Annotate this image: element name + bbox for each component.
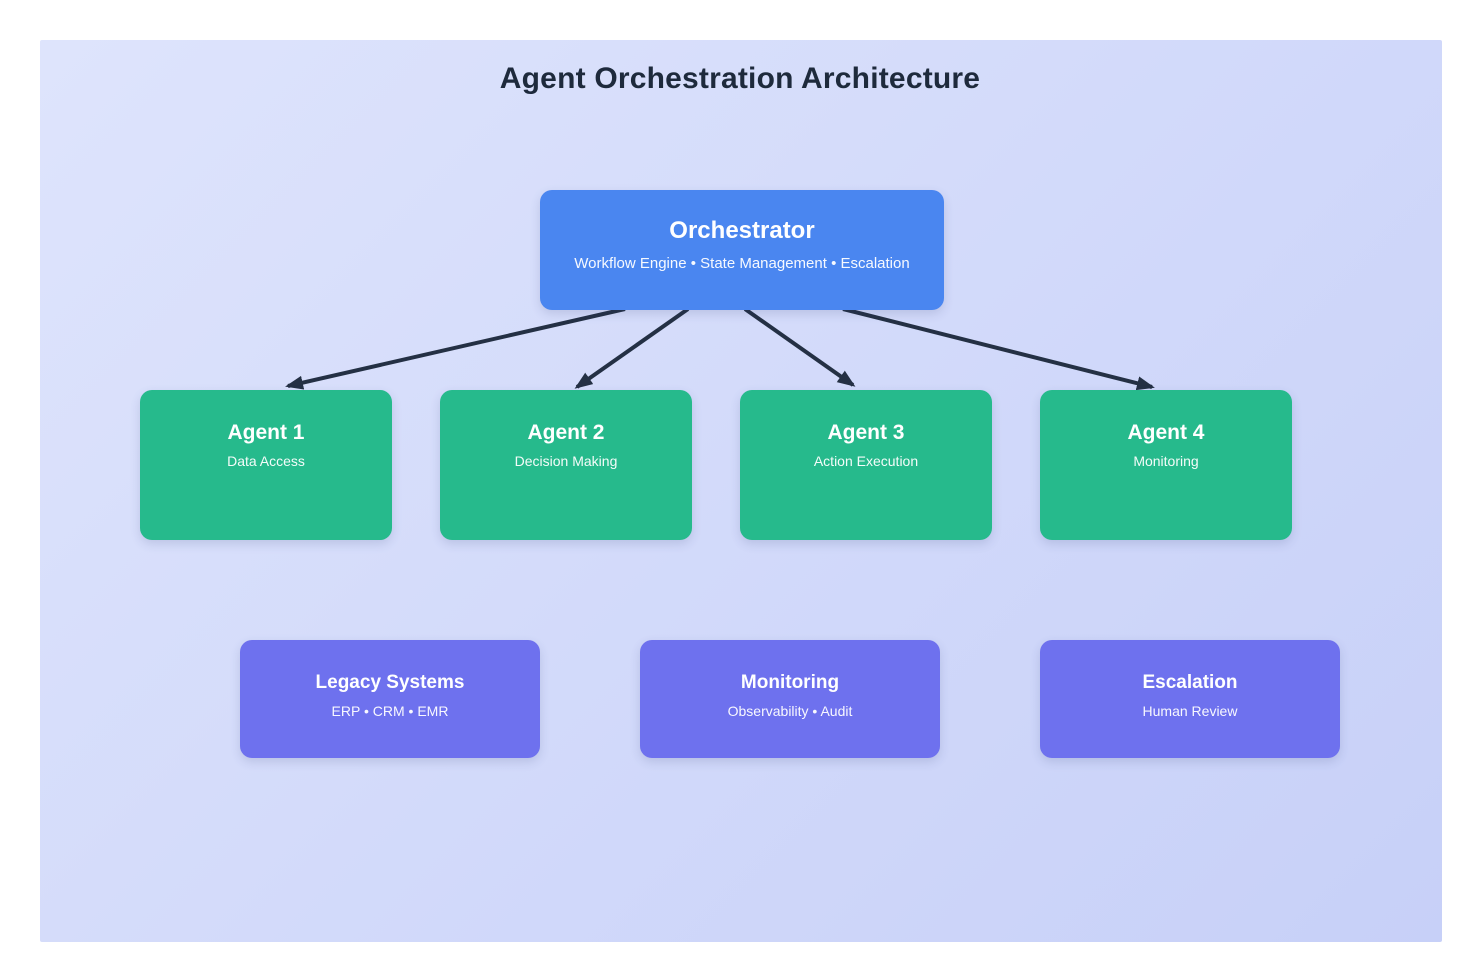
agent-1-title: Agent 1 [227,421,305,444]
monitoring-subtitle: Observability • Audit [727,703,853,719]
legacy-systems-node: Legacy Systems ERP • CRM • EMR [240,640,540,758]
monitoring-title: Monitoring [740,672,840,693]
agent-1-node: Agent 1 Data Access [140,390,392,540]
agent-2-subtitle: Decision Making [514,453,618,469]
agent-3-title: Agent 3 [827,421,905,444]
legacy-systems-title: Legacy Systems [315,672,465,693]
escalation-title: Escalation [1142,672,1238,693]
orchestrator-node: Orchestrator Workflow Engine • State Man… [540,190,944,310]
legacy-systems-subtitle: ERP • CRM • EMR [331,703,449,719]
agent-2-title: Agent 2 [527,421,605,444]
page-title: Agent Orchestration Architecture [499,62,981,95]
orchestrator-title: Orchestrator [669,217,815,244]
agent-4-title: Agent 4 [1127,421,1205,444]
agent-4-subtitle: Monitoring [1133,453,1199,469]
escalation-subtitle: Human Review [1142,703,1238,719]
escalation-node: Escalation Human Review [1040,640,1340,758]
agent-3-node: Agent 3 Action Execution [740,390,992,540]
agent-3-subtitle: Action Execution [813,453,919,469]
agent-2-node: Agent 2 Decision Making [440,390,692,540]
agent-4-node: Agent 4 Monitoring [1040,390,1292,540]
agent-1-subtitle: Data Access [227,453,305,469]
monitoring-node: Monitoring Observability • Audit [640,640,940,758]
orchestrator-subtitle: Workflow Engine • State Management • Esc… [574,255,910,272]
